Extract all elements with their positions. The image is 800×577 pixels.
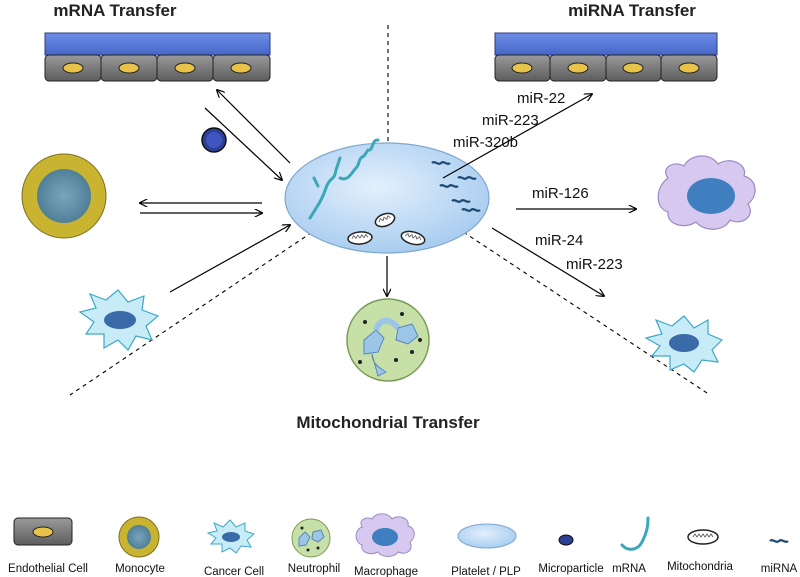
monocyte — [21, 153, 107, 239]
legend-label-macrophage: Macrophage — [354, 566, 418, 577]
macrophage — [657, 155, 756, 230]
mirna-label-mir126: miR-126 — [532, 185, 589, 202]
title-mitochondrial-transfer: Mitochondrial Transfer — [296, 413, 480, 432]
monocyte-icon — [118, 516, 160, 558]
endothelial-cell-icon — [13, 517, 73, 546]
legend-label-mitochondria: Mitochondria — [667, 561, 733, 573]
legend-label-monocyte: Monocyte — [115, 563, 165, 575]
legend: Endothelial Cell Monocyte Cancer Cell Ne… — [8, 513, 798, 577]
legend-label-mrna: mRNA — [612, 563, 646, 575]
endothelial-layer-left — [44, 32, 271, 82]
mirna-icon — [769, 539, 789, 543]
legend-label-neutrophil: Neutrophil — [288, 563, 340, 575]
title-mrna-transfer: mRNA Transfer — [53, 1, 177, 20]
mirna-label-mir320b: miR-320b — [453, 134, 518, 151]
mirna-label-mir22: miR-22 — [517, 90, 565, 107]
title-mirna-transfer: miRNA Transfer — [568, 1, 696, 20]
central-platelet — [284, 138, 490, 254]
cancer-cell-right — [644, 315, 724, 373]
legend-label-microparticle: Microparticle — [538, 563, 603, 575]
cancer-cell-left — [78, 289, 160, 351]
macrophage-icon — [355, 513, 415, 557]
legend-label-mirna: miRNA — [761, 563, 798, 575]
legend-label-endothelial: Endothelial Cell — [8, 563, 88, 575]
mirna-label-mir223-b: miR-223 — [566, 256, 623, 273]
mitochondria-icon — [687, 529, 719, 545]
mirna-label-mir24: miR-24 — [535, 232, 583, 249]
neutrophil-icon — [291, 518, 331, 558]
endothelial-layer-right — [494, 32, 718, 82]
microparticle-icon — [558, 534, 574, 546]
platelet-icon — [457, 523, 517, 549]
cancer-cell-icon — [206, 519, 255, 554]
legend-label-cancer-cell: Cancer Cell — [204, 566, 264, 577]
mrna-icon — [620, 516, 650, 551]
mirna-label-mir223-a: miR-223 — [482, 112, 539, 129]
neutrophil — [346, 298, 430, 382]
legend-label-platelet: Platelet / PLP — [451, 566, 521, 577]
transfer-arrows — [140, 90, 636, 296]
microparticle — [201, 127, 227, 153]
